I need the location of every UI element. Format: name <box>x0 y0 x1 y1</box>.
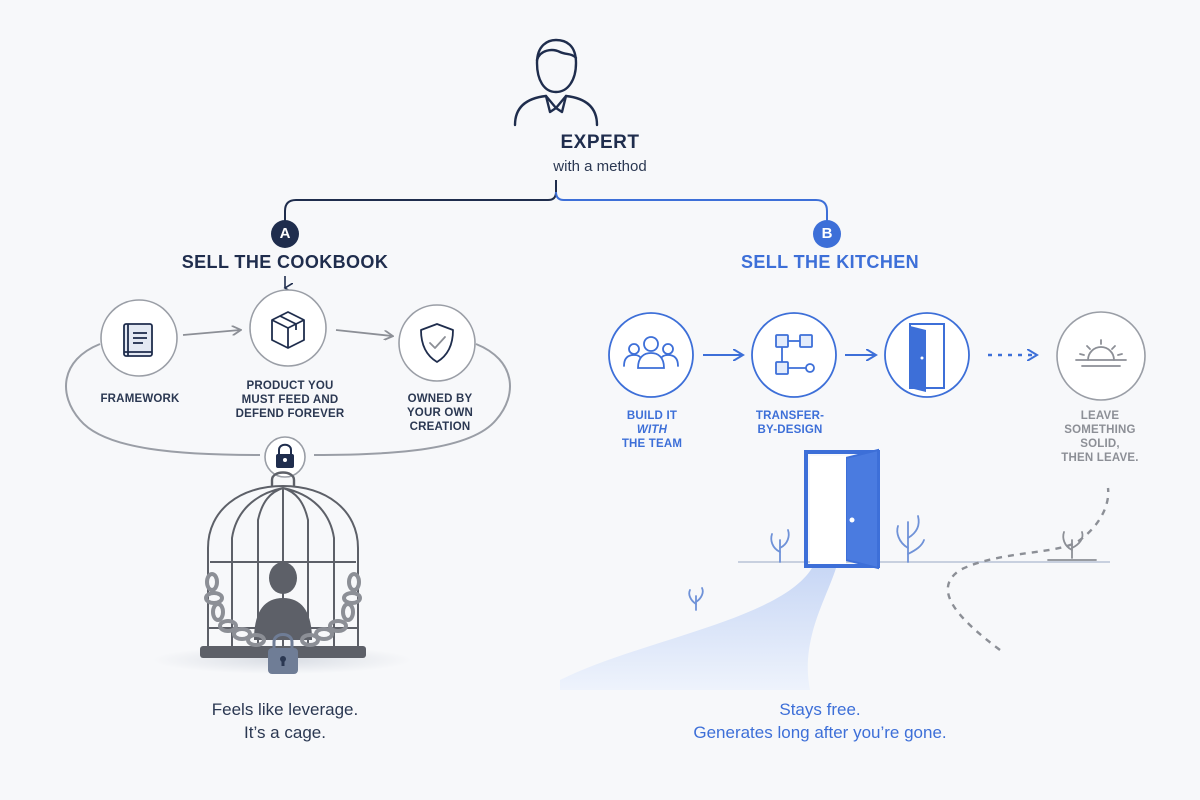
build-team-label: BUILD IT WITH THE TEAM <box>582 409 722 451</box>
kitchen-caption-line2: Generates long after you’re gone. <box>693 723 947 742</box>
padlock-icon <box>264 436 306 478</box>
door-path-illustration <box>560 448 1110 690</box>
badge-b <box>813 220 841 248</box>
leave-label: LEAVE SOMETHING SOLID, THEN LEAVE. <box>1061 410 1139 464</box>
build-team-line3: THE TEAM <box>621 438 683 450</box>
box-icon <box>271 311 305 349</box>
badge-a <box>271 220 299 248</box>
product-label: PRODUCT YOU MUST FEED AND DEFEND FOREVER <box>235 380 345 420</box>
expert-title: EXPERT <box>560 132 640 153</box>
cage-padlock-icon <box>268 633 298 674</box>
badge-b-label: B <box>821 225 833 242</box>
door-node <box>884 312 970 398</box>
kitchen-caption-line1: Stays free. <box>779 700 861 719</box>
build-team-line1: BUILD IT <box>626 410 678 422</box>
chain-icon <box>204 572 362 647</box>
expert-person-icon <box>513 38 599 127</box>
flowchart-icon <box>775 334 815 375</box>
cookbook-title: SELL THE COOKBOOK <box>181 252 389 272</box>
owned-node <box>398 304 476 382</box>
arrow-product-owned <box>335 329 392 336</box>
dashed-trail <box>946 487 1110 651</box>
sunrise-icon <box>1075 339 1127 367</box>
product-node <box>249 289 327 367</box>
open-door-icon <box>909 323 945 392</box>
kitchen-caption: Stays free. Generates long after you’re … <box>620 698 1020 744</box>
framework-node <box>100 299 178 377</box>
build-team-node <box>608 312 694 398</box>
owned-label: OWNED BY YOUR OWN CREATION <box>406 393 474 433</box>
cookbook-loop <box>65 343 511 456</box>
plant-icon <box>688 515 925 611</box>
book-icon <box>123 323 153 357</box>
framework-label: FRAMEWORK <box>100 393 180 405</box>
shield-check-icon <box>420 323 454 363</box>
kitchen-title: SELL THE KITCHEN <box>740 252 920 272</box>
cookbook-caption: Feels like leverage. It’s a cage. <box>140 698 430 744</box>
leave-node <box>1056 311 1146 401</box>
cookbook-caption-line1: Feels like leverage. <box>211 700 359 719</box>
team-icon <box>623 336 679 369</box>
expert-subtitle: with a method <box>553 158 647 175</box>
expert-branch-connector <box>284 180 828 222</box>
cookbook-caption-line2: It’s a cage. <box>244 723 326 742</box>
transfer-label: TRANSFER- BY-DESIGN <box>755 410 825 436</box>
arrow-framework-product <box>182 330 240 336</box>
sprout-icon <box>1047 531 1097 561</box>
badge-a-label: A <box>279 225 291 242</box>
cage-illustration <box>152 471 412 674</box>
build-team-line2: WITH <box>636 424 668 436</box>
transfer-node <box>751 312 837 398</box>
